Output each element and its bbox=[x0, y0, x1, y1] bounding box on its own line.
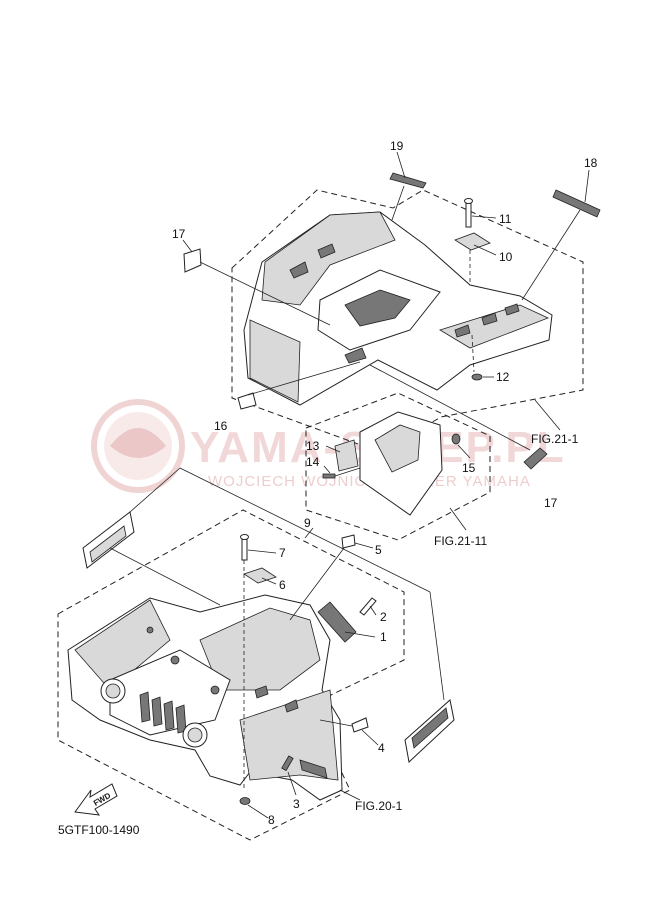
callout-16: 16 bbox=[214, 419, 228, 433]
part-14-screw: 14 bbox=[306, 455, 361, 479]
part-6-plate: 6 bbox=[243, 567, 286, 592]
front-fender bbox=[67, 594, 343, 801]
rear-fender-group-outline bbox=[231, 189, 584, 453]
callout-18: 18 bbox=[584, 156, 598, 170]
callout-6: 6 bbox=[279, 578, 286, 592]
callout-9: 9 bbox=[304, 516, 311, 530]
callout-15: 15 bbox=[462, 461, 476, 475]
part-3-screw: 3 bbox=[281, 755, 300, 811]
part-13-plate: 13 bbox=[306, 439, 359, 472]
fig-ref-21-11: FIG.21-11 bbox=[434, 534, 487, 548]
fig-ref-21-1: FIG.21-1 bbox=[531, 432, 579, 446]
diagram-code: 5GTF100-1490 bbox=[58, 823, 140, 837]
part-15-nut: 15 bbox=[451, 433, 476, 475]
part-17-decal: 17 bbox=[369, 364, 558, 510]
part-18-decal: 18 bbox=[521, 156, 601, 301]
part-4-pad: 4 bbox=[319, 717, 385, 755]
cover-panel bbox=[359, 411, 443, 516]
part-2-bolt: 2 bbox=[359, 597, 387, 624]
part-11-bolt: 11 bbox=[464, 198, 512, 228]
part-9-decal-left bbox=[82, 511, 221, 606]
part-1-plate: 1 bbox=[317, 601, 387, 644]
part-16-pad: 16 bbox=[214, 361, 361, 433]
rear-fender bbox=[243, 211, 553, 406]
part-8-nut: 8 bbox=[239, 797, 275, 827]
cover-group-outline bbox=[305, 392, 491, 541]
callout-4: 4 bbox=[378, 741, 385, 755]
callout-11: 11 bbox=[499, 212, 512, 226]
part-12-nut: 12 bbox=[471, 334, 510, 384]
callout-8: 8 bbox=[268, 813, 275, 827]
callout-3: 3 bbox=[293, 797, 300, 811]
part-7-bolt: 7 bbox=[240, 534, 286, 790]
callout-14: 14 bbox=[306, 455, 320, 469]
callout-1: 1 bbox=[380, 630, 387, 644]
callout-10: 10 bbox=[499, 250, 513, 264]
callout-19: 19 bbox=[390, 139, 404, 153]
callout-5: 5 bbox=[375, 543, 382, 557]
part-17-pad: 17 bbox=[172, 227, 331, 326]
fig-ref-20-1: FIG.20-1 bbox=[355, 799, 403, 813]
callout-17-lower: 17 bbox=[544, 496, 558, 510]
part-9-decal-right bbox=[404, 699, 455, 763]
part-5-pad: 5 bbox=[289, 534, 382, 621]
part-10-plate: 10 bbox=[454, 232, 513, 283]
watermark-logo-icon bbox=[91, 399, 185, 493]
callout-12: 12 bbox=[496, 370, 510, 384]
fwd-arrow-icon: FWD bbox=[74, 783, 118, 816]
part-19-decal: 19 bbox=[389, 139, 427, 221]
callout-7: 7 bbox=[279, 546, 286, 560]
callout-17-upper: 17 bbox=[172, 227, 186, 241]
callout-13: 13 bbox=[306, 439, 320, 453]
callout-2: 2 bbox=[380, 610, 387, 624]
